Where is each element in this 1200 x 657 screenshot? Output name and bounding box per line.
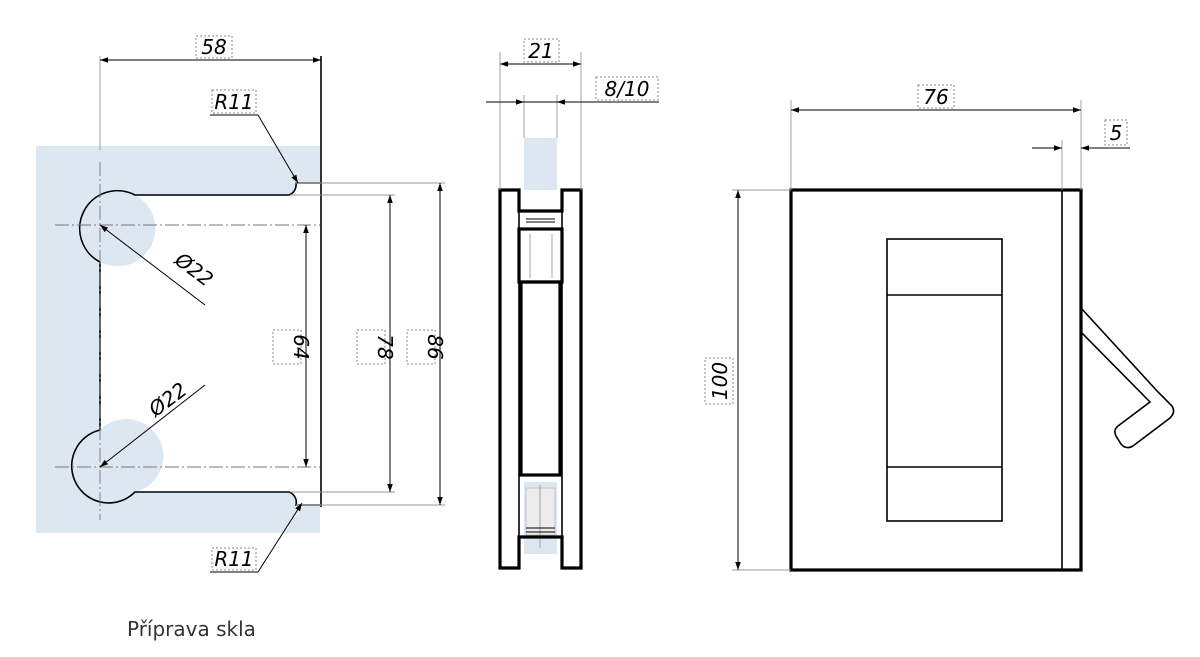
hinge-body: [789, 188, 1083, 572]
dimension-100-label: 100: [708, 362, 732, 400]
dimension-810-label: 8/10: [605, 77, 650, 101]
hole-top-label: Ø22: [170, 247, 218, 292]
right-view: 76 5 100: [704, 84, 1175, 572]
hole-top-leader: [99, 224, 206, 306]
dimension-21-label: 21: [528, 39, 553, 63]
hinge-lever: [1080, 305, 1175, 449]
dimension-86-label: 86: [423, 334, 447, 359]
radius-top-leader: [257, 114, 299, 184]
side-view: 21 8/10: [486, 38, 659, 570]
radius-bottom-label: R11: [214, 547, 253, 571]
glass-section-top: [524, 138, 557, 190]
front-view: 58 R11 Ø22 Ø22 R11 64 78 86: [36, 35, 447, 573]
dimension-58-label: 58: [201, 35, 226, 59]
radius-bottom-leader: [257, 502, 303, 573]
dimension-76-label: 76: [923, 85, 948, 109]
dimension-64-label: 64: [289, 334, 313, 359]
hole-bottom-label: Ø22: [143, 377, 191, 422]
glass-panel: [36, 146, 320, 533]
dimension-5-label: 5: [1110, 121, 1123, 145]
caption: Příprava skla: [127, 617, 256, 641]
side-core: [517, 227, 564, 284]
radius-top-label: R11: [214, 90, 253, 114]
dimension-78-label: 78: [373, 334, 397, 359]
hinge-plate: [886, 238, 1003, 522]
hole-bottom-leader: [99, 384, 206, 468]
